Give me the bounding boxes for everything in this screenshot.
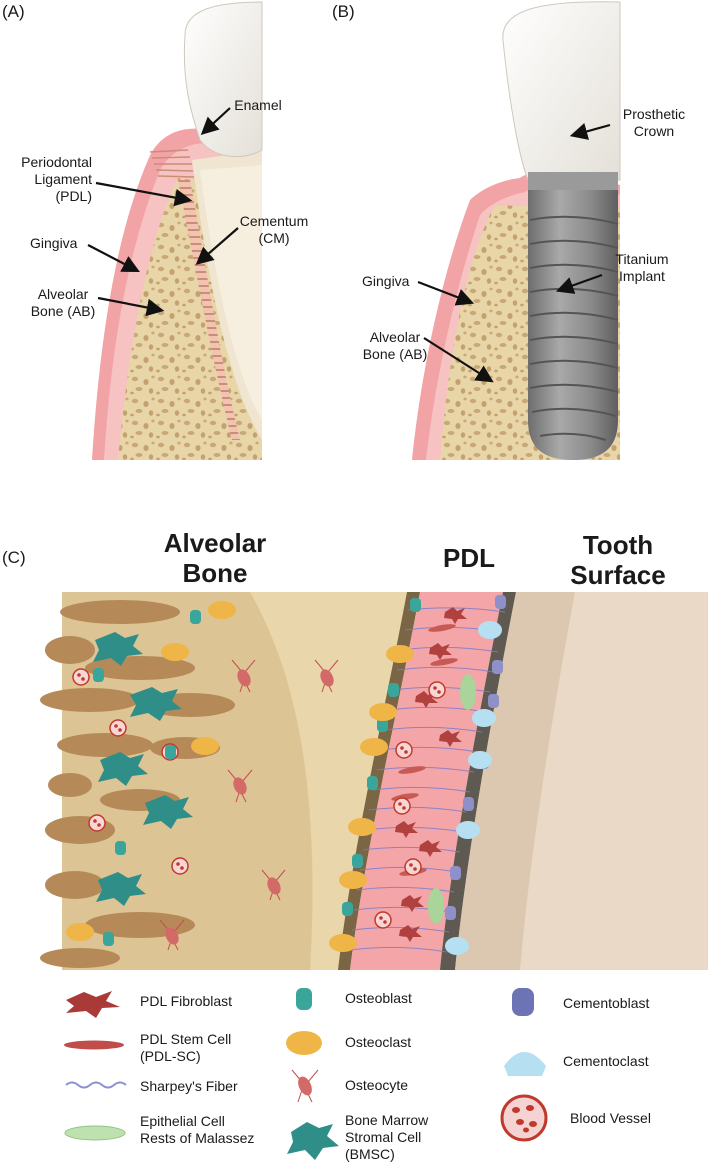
label-alveolar-b-line1: Alveolar — [369, 329, 421, 345]
panel-a-tooth-illustration — [92, 1, 263, 461]
label-crown-line2: Crown — [633, 123, 675, 139]
panel-c-label: (C) — [2, 548, 26, 567]
osteocyte-icon — [291, 1069, 319, 1103]
label-enamel: Enamel — [234, 97, 282, 113]
header-alveolar-bone-line1: Alveolar — [163, 528, 267, 558]
legend-blood-vessel: Blood Vessel — [570, 1110, 651, 1126]
header-alveolar-bone: Alveolar Bone — [140, 528, 290, 588]
label-gingiva-b: Gingiva — [362, 273, 410, 289]
sharpey-icon — [65, 1081, 127, 1089]
legend-osteocyte: Osteocyte — [345, 1077, 409, 1093]
legend-osteoblast: Osteoblast — [345, 990, 412, 1006]
legend-fibroblast: PDL Fibroblast — [140, 993, 233, 1009]
cementoclast-icon — [504, 1052, 546, 1076]
legend-epithelial-line2: Rests of Malassez — [140, 1130, 255, 1146]
legend-bmsc-line1: Bone Marrow — [345, 1112, 429, 1128]
bmsc-icon — [287, 1122, 339, 1160]
legend-cementoclast: Cementoclast — [563, 1053, 649, 1069]
legend-epithelial-line1: Epithelial Cell — [140, 1113, 225, 1129]
legend-sharpey: Sharpey's Fiber — [140, 1078, 238, 1094]
stemcell-icon — [64, 1040, 124, 1050]
blood-vessel-icon — [500, 1094, 548, 1142]
header-tooth-surface-line1: Tooth — [582, 530, 654, 560]
label-crown-line1: Prosthetic — [622, 106, 686, 122]
legend-bmsc: Bone Marrow Stromal Cell (BMSC) — [345, 1112, 428, 1163]
osteoclast-icon — [286, 1031, 322, 1055]
panel-b-implant-illustration — [412, 1, 621, 461]
header-alveolar-bone-line2: Bone — [182, 558, 248, 588]
label-cementum-line1: Cementum — [239, 213, 309, 229]
label-implant: Titanium Implant — [600, 251, 684, 285]
header-tooth-surface-line2: Surface — [570, 560, 666, 590]
legend-bmsc-line3: (BMSC) — [345, 1146, 395, 1162]
legend-stemcell-line2: (PDL-SC) — [140, 1048, 201, 1064]
header-tooth-surface: Tooth Surface — [548, 530, 688, 590]
legend-bmsc-line2: Stromal Cell — [345, 1129, 422, 1145]
header-pdl: PDL — [443, 543, 495, 573]
label-pdl: Periodontal Ligament (PDL) — [0, 154, 92, 205]
label-cementum-line2: (CM) — [258, 230, 290, 246]
epithelial-icon — [64, 1125, 126, 1141]
label-gingiva-a: Gingiva — [30, 235, 78, 251]
legend-icons — [64, 988, 548, 1160]
label-pdl-line3: (PDL) — [55, 188, 92, 204]
label-pdl-line1: Periodontal — [21, 154, 92, 170]
label-implant-line2: Implant — [619, 268, 665, 284]
panel-b-label: (B) — [332, 2, 355, 21]
cementoblast-icon — [512, 988, 534, 1016]
label-crown: Prosthetic Crown — [612, 106, 696, 140]
label-alveolar-b: Alveolar Bone (AB) — [350, 329, 440, 363]
label-alveolar-a-line1: Alveolar — [37, 286, 89, 302]
fibroblast-icon — [66, 991, 120, 1018]
label-alveolar-b-line2: Bone (AB) — [362, 346, 428, 362]
panel-a-arrows — [87, 107, 239, 317]
label-alveolar-a-line2: Bone (AB) — [30, 303, 96, 319]
legend-stemcell: PDL Stem Cell (PDL-SC) — [140, 1031, 231, 1065]
panel-c-tissue-diagram — [40, 592, 708, 970]
label-cementum: Cementum (CM) — [234, 213, 314, 247]
legend-stemcell-line1: PDL Stem Cell — [140, 1031, 232, 1047]
panel-a-label: (A) — [2, 2, 25, 21]
label-alveolar-a: Alveolar Bone (AB) — [18, 286, 108, 320]
osteoblast-icon — [296, 988, 312, 1010]
panel-b-arrows — [417, 122, 611, 383]
label-implant-line1: Titanium — [615, 251, 669, 267]
legend-epithelial: Epithelial Cell Rests of Malassez — [140, 1113, 254, 1147]
label-pdl-line2: Ligament — [34, 171, 92, 187]
legend-osteoclast: Osteoclast — [345, 1034, 412, 1050]
legend-cementoblast: Cementoblast — [563, 995, 650, 1011]
